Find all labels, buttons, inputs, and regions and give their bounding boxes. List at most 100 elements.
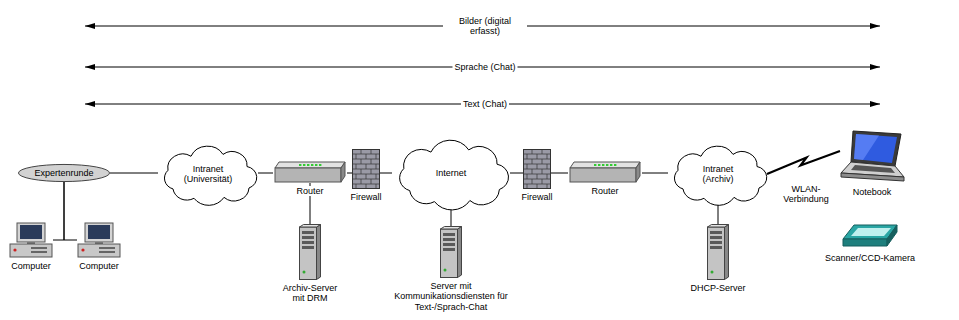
scanner-base bbox=[843, 239, 887, 246]
brick-joint bbox=[371, 169, 372, 174]
brick-joint bbox=[527, 164, 528, 169]
monitor-screen bbox=[88, 225, 110, 239]
brick-joint bbox=[527, 154, 528, 159]
notebook-icon-drawing bbox=[839, 130, 905, 184]
brick-joint bbox=[366, 164, 367, 169]
server-side bbox=[317, 225, 321, 280]
brick-joint bbox=[376, 174, 377, 179]
notebook-front bbox=[841, 173, 904, 181]
network-link bbox=[767, 151, 840, 174]
firewall-icon-drawing bbox=[523, 149, 551, 189]
scanner-icon: Scanner/CCD-Kamera bbox=[820, 224, 920, 263]
device-label: Firewall bbox=[520, 192, 553, 202]
computer-icon: Computer bbox=[6, 222, 56, 271]
drive-bay bbox=[710, 236, 722, 239]
brick-joint bbox=[356, 154, 357, 159]
firewall-wall bbox=[524, 150, 551, 189]
brick-joint bbox=[542, 149, 543, 154]
router-led bbox=[598, 164, 600, 166]
device-label: Notebook bbox=[852, 187, 893, 197]
brick-joint bbox=[532, 159, 533, 164]
brick-joint bbox=[376, 154, 377, 159]
brick-joint bbox=[366, 174, 367, 179]
power-light bbox=[13, 248, 16, 251]
brick-joint bbox=[361, 169, 362, 174]
server-icon-drawing bbox=[707, 224, 729, 280]
network-link bbox=[258, 173, 273, 174]
drive-bay bbox=[443, 248, 455, 251]
drive-bay bbox=[302, 246, 314, 249]
network-link bbox=[110, 173, 158, 174]
notebook-screen bbox=[854, 134, 897, 163]
server-side bbox=[458, 227, 462, 278]
firewall-icon-drawing bbox=[352, 149, 380, 189]
network-link bbox=[551, 173, 568, 174]
device-label: Firewall bbox=[349, 192, 382, 202]
network-cloud: Intranet (Archiv) bbox=[668, 146, 768, 202]
router-side bbox=[341, 162, 345, 182]
drive-slot bbox=[31, 251, 47, 253]
network-cloud: Internet bbox=[392, 140, 510, 206]
brick-joint bbox=[547, 184, 548, 189]
cloud-path bbox=[164, 146, 256, 205]
router-front bbox=[275, 168, 341, 182]
device-label: Computer bbox=[78, 261, 120, 271]
screen-glare bbox=[854, 134, 879, 160]
brick-joint bbox=[376, 164, 377, 169]
firewall-icon: Firewall bbox=[515, 149, 559, 202]
brick-joint bbox=[527, 174, 528, 179]
keyboard bbox=[851, 165, 895, 173]
network-link bbox=[642, 173, 668, 174]
computer-icon-drawing bbox=[9, 222, 53, 258]
monitor bbox=[85, 223, 113, 242]
brick-joint bbox=[547, 164, 548, 169]
server-icon: Archiv-Server mit DRM bbox=[276, 224, 344, 304]
cloud-path bbox=[400, 140, 509, 210]
server-icon-drawing bbox=[440, 226, 462, 278]
network-name: Intranet (Archiv) bbox=[687, 164, 749, 185]
brick-joint bbox=[547, 174, 548, 179]
network-link bbox=[64, 182, 77, 240]
brick-joint bbox=[532, 149, 533, 154]
brick-joint bbox=[361, 179, 362, 184]
notebook-icon: Notebook bbox=[839, 130, 905, 197]
notebook-lid bbox=[851, 131, 901, 166]
power-light bbox=[303, 271, 306, 274]
router-led bbox=[311, 164, 313, 166]
group-ellipse: Expertenrunde bbox=[18, 164, 110, 182]
server-icon: DHCP-Server bbox=[683, 224, 753, 293]
network-cloud: Intranet (Universität) bbox=[158, 146, 258, 202]
drive-bay bbox=[710, 231, 722, 234]
group-name: Expertenrunde bbox=[34, 168, 93, 178]
brick-joint bbox=[542, 169, 543, 174]
device-label: Scanner/CCD-Kamera bbox=[824, 253, 916, 263]
server-top bbox=[708, 225, 729, 228]
channel-label: Sprache (Chat) bbox=[452, 62, 517, 72]
router-led bbox=[602, 164, 604, 166]
router-led bbox=[315, 164, 317, 166]
brick-joint bbox=[537, 164, 538, 169]
brick-joint bbox=[361, 159, 362, 164]
brick-joint bbox=[356, 174, 357, 179]
server-front bbox=[441, 229, 458, 278]
link-label: WLAN-Verbindung bbox=[778, 184, 834, 205]
brick-joint bbox=[547, 154, 548, 159]
network-link bbox=[53, 182, 64, 240]
computer-icon-drawing bbox=[77, 222, 121, 258]
server-top bbox=[441, 227, 462, 230]
desktop-case bbox=[10, 244, 52, 257]
brick-joint bbox=[371, 149, 372, 154]
router-front bbox=[570, 168, 636, 182]
brick-joint bbox=[527, 184, 528, 189]
router-side bbox=[636, 162, 640, 182]
brick-joint bbox=[371, 179, 372, 184]
device-label: Computer bbox=[10, 261, 52, 271]
network-link bbox=[380, 173, 392, 174]
power-light bbox=[81, 248, 84, 251]
device-label: DHCP-Server bbox=[689, 283, 746, 293]
router-led bbox=[610, 164, 612, 166]
ellipse-path bbox=[18, 164, 109, 181]
router-top bbox=[275, 162, 345, 168]
server-icon-drawing bbox=[299, 224, 321, 280]
device-label: Router bbox=[295, 186, 324, 196]
